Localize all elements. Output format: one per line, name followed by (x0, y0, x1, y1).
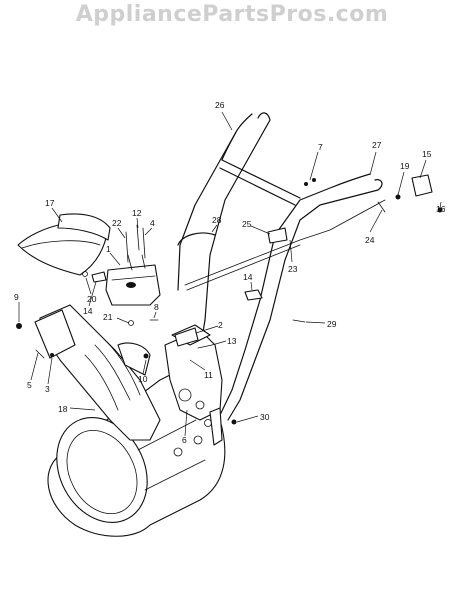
part-label: 4 (150, 218, 155, 228)
part-label: 14 (83, 306, 93, 316)
part-label: 17 (45, 198, 55, 208)
part-label: 29 (327, 319, 337, 329)
part-label: 16 (436, 204, 446, 214)
part-label: 19 (400, 161, 410, 171)
part-label: 28 (212, 215, 222, 225)
part-labels: 26 27 7 19 15 16 28 25 24 23 17 12 22 4 … (14, 100, 446, 445)
leader-lines (18, 111, 442, 437)
part-label: 1 (106, 244, 111, 254)
part-label: 5 (27, 380, 32, 390)
part-label: 18 (58, 404, 68, 414)
part-label: 25 (242, 219, 252, 229)
discharge-chute (34, 304, 161, 441)
part-label: 11 (204, 370, 213, 380)
part-label: 3 (45, 384, 50, 394)
part-label: 12 (132, 208, 142, 218)
part-label: 14 (243, 272, 253, 282)
part-label: 23 (288, 264, 298, 274)
part-label: 13 (227, 336, 237, 346)
part-label: 24 (365, 235, 375, 245)
part-label: 8 (154, 302, 159, 312)
part-label: 2 (218, 320, 223, 330)
part-label: 27 (372, 140, 382, 150)
part-label: 7 (318, 142, 323, 152)
part-label: 15 (422, 149, 432, 159)
part-label: 21 (103, 312, 113, 322)
part-label: 20 (87, 294, 97, 304)
part-label: 26 (215, 100, 225, 110)
handle-frame (177, 112, 386, 421)
chute-deflector (17, 213, 111, 276)
small-parts (16, 174, 443, 425)
part-label: 30 (260, 412, 270, 422)
control-cover (105, 254, 161, 306)
part-label: 6 (182, 435, 187, 445)
part-label: 9 (14, 292, 19, 302)
watermark: AppliancePartsPros.com (75, 2, 389, 27)
part-label: 10 (138, 374, 148, 384)
part-label: 22 (112, 218, 122, 228)
